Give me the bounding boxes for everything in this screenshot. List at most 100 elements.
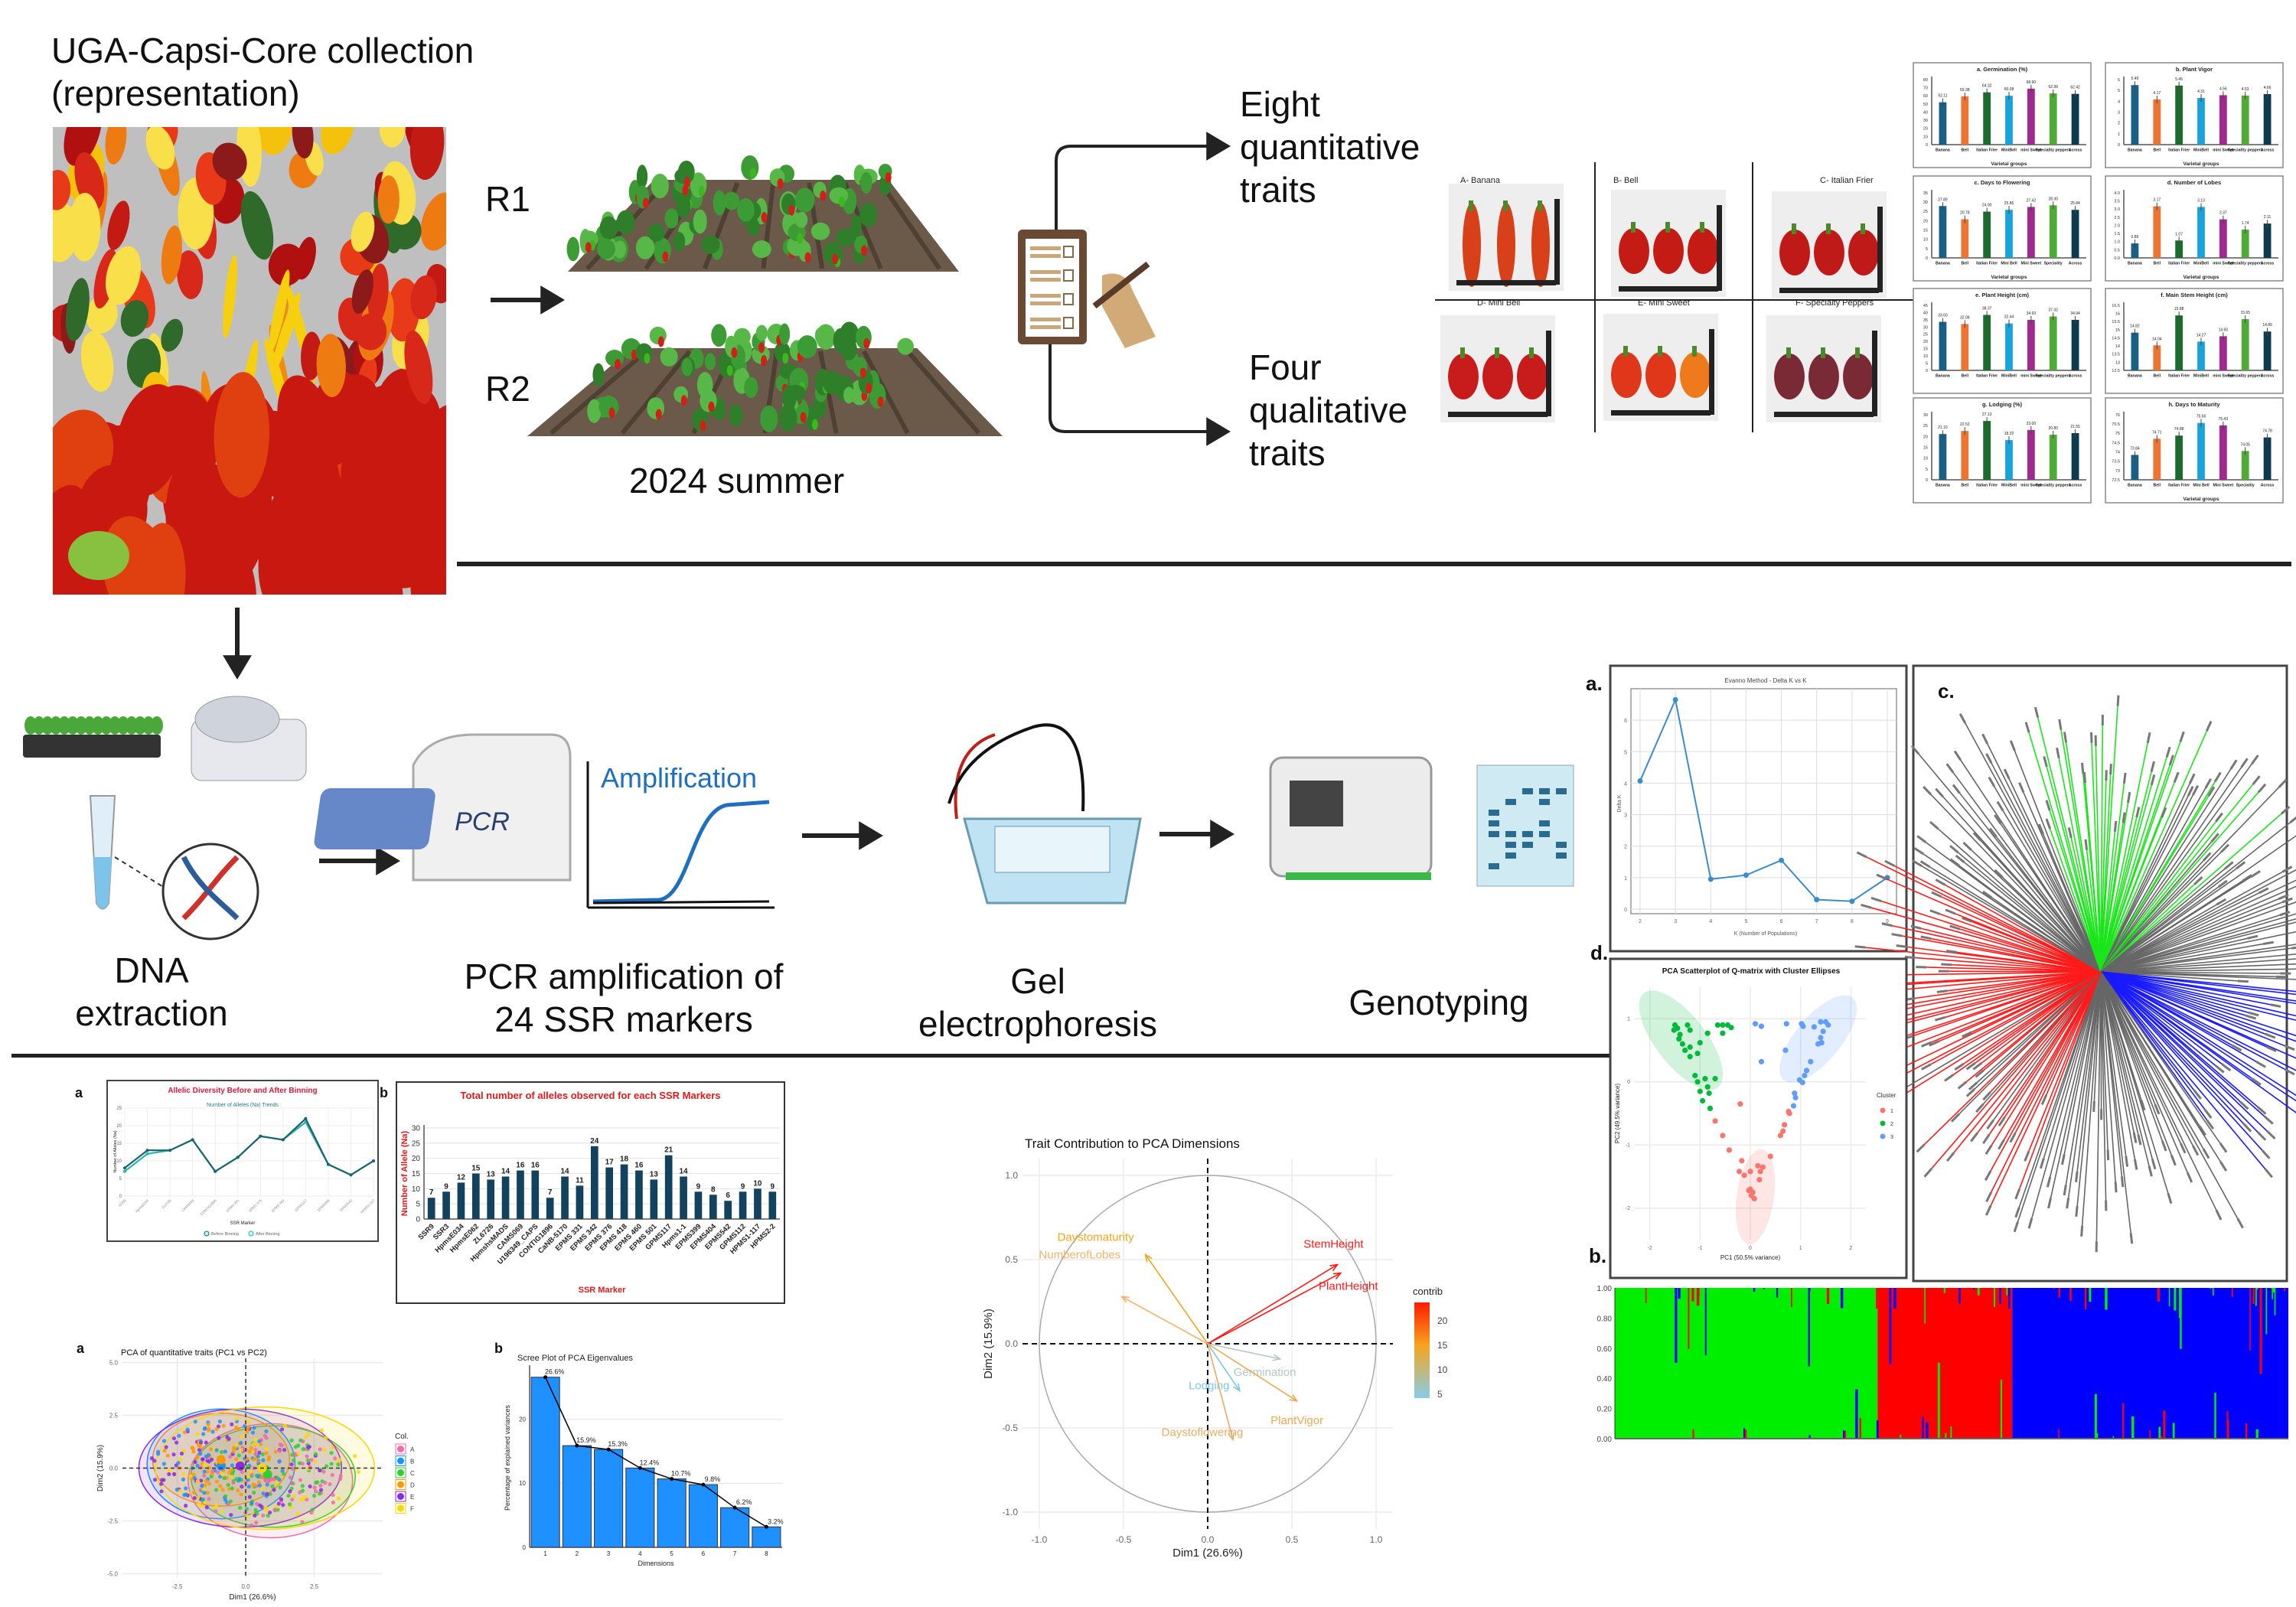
tip-label-mark bbox=[2170, 1155, 2177, 1166]
tree-branch bbox=[2076, 971, 2102, 1172]
y-tick-label: 1.5 bbox=[2114, 232, 2120, 236]
value-label: 3.2% bbox=[768, 1517, 784, 1525]
data-point bbox=[329, 1462, 334, 1466]
y-tick-label: 0.0 bbox=[109, 1465, 119, 1472]
x-axis-label: Varietal groups bbox=[2183, 161, 2219, 167]
data-point bbox=[264, 1429, 269, 1434]
y-tick-label: -2.5 bbox=[107, 1517, 118, 1524]
data-point bbox=[197, 1502, 201, 1507]
value-label: 20.78 bbox=[1960, 211, 1970, 216]
y-tick-label: 0 bbox=[523, 1544, 527, 1551]
tip-label-mark bbox=[2179, 1143, 2187, 1154]
y-tick-label: 0 bbox=[1624, 908, 1627, 913]
loading-arrow bbox=[1207, 1343, 1234, 1440]
bar bbox=[546, 1198, 554, 1219]
tip-label-mark bbox=[2063, 1184, 2067, 1196]
value-label: 21 bbox=[664, 1146, 673, 1155]
admixture-streak bbox=[1900, 1434, 1902, 1439]
plant-icon bbox=[741, 155, 759, 181]
tree-branch bbox=[1881, 900, 2102, 973]
y-tick-label: 3.0 bbox=[2114, 207, 2120, 212]
plant-icon bbox=[737, 198, 755, 222]
data-point bbox=[230, 1486, 235, 1491]
ruler bbox=[1611, 410, 1711, 416]
tree-branch bbox=[2100, 971, 2223, 1065]
data-point bbox=[174, 1440, 179, 1445]
tree-branch bbox=[2008, 778, 2102, 973]
tip-label-mark bbox=[1923, 786, 1932, 796]
data-point bbox=[171, 1436, 177, 1441]
data-point bbox=[161, 1439, 167, 1443]
clipboard-icon bbox=[1018, 230, 1156, 348]
data-point bbox=[1747, 1169, 1753, 1175]
data-point bbox=[246, 1420, 251, 1424]
ruler bbox=[1448, 412, 1548, 417]
data-point bbox=[208, 1447, 214, 1452]
dna-line-2: extraction bbox=[75, 993, 228, 1033]
category-label: mini Sweet bbox=[2020, 374, 2041, 379]
pepper-fruit-icon bbox=[820, 191, 827, 202]
bar bbox=[1961, 324, 1969, 370]
arrow-head bbox=[1329, 1263, 1339, 1272]
data-point bbox=[160, 1478, 165, 1482]
pepper-fruit-icon bbox=[731, 347, 738, 358]
category-label: Speciality peppers bbox=[2228, 262, 2263, 266]
plant-icon bbox=[729, 404, 743, 427]
value-label: 75.56 bbox=[2197, 415, 2206, 419]
data-point bbox=[200, 1484, 204, 1488]
data-point bbox=[1700, 1097, 1706, 1104]
plant-icon bbox=[823, 370, 842, 395]
bar bbox=[2005, 96, 2013, 145]
contrib-colorbar bbox=[1414, 1302, 1430, 1398]
data-point bbox=[256, 1480, 262, 1485]
gel-band bbox=[1522, 788, 1533, 794]
chart-title: d. Number of Lobes bbox=[2167, 179, 2221, 186]
gel-band bbox=[1505, 799, 1516, 805]
x-tick-label: 8 bbox=[1851, 919, 1854, 924]
admixture-streak bbox=[1679, 1288, 1681, 1289]
data-point bbox=[246, 1485, 251, 1489]
pepper-fruit-icon bbox=[644, 353, 651, 364]
data-point bbox=[1694, 1079, 1701, 1085]
tip-label-mark bbox=[2150, 774, 2156, 786]
tube-liquid bbox=[93, 857, 112, 909]
data-point bbox=[290, 1498, 295, 1502]
value-label: 27.42 bbox=[2027, 198, 2037, 203]
category-label: Italian Frier bbox=[1976, 484, 1998, 488]
y-tick-label: 75.5 bbox=[2112, 422, 2120, 427]
tip-label-mark bbox=[2264, 1168, 2273, 1178]
data-point bbox=[214, 1448, 219, 1452]
tree-branch bbox=[2100, 971, 2296, 1005]
plant-icon bbox=[676, 194, 691, 219]
pepper-stem bbox=[1786, 347, 1791, 358]
cluster-segment-green bbox=[1615, 1288, 1878, 1439]
data-point bbox=[231, 1480, 236, 1485]
value-label: 14 bbox=[680, 1167, 689, 1175]
admixture-streak bbox=[2227, 1420, 2229, 1439]
value-label: 1.07 bbox=[2175, 232, 2183, 236]
bar bbox=[1983, 92, 1991, 145]
tip-label-mark bbox=[2256, 1106, 2267, 1115]
plant-icon bbox=[587, 399, 602, 423]
tip-label-mark bbox=[2150, 761, 2155, 772]
pepper-fruit bbox=[1808, 354, 1839, 399]
tree-branch bbox=[2100, 971, 2296, 980]
tip-label-mark bbox=[1920, 935, 1932, 940]
legend-label: 3 bbox=[1890, 1135, 1893, 1140]
data-point bbox=[261, 1491, 266, 1496]
y-axis-label: Dim2 (15.9%) bbox=[96, 1445, 105, 1491]
tree-branch bbox=[2100, 971, 2222, 1162]
tip-label-mark bbox=[2047, 1197, 2053, 1209]
plant-icon bbox=[779, 323, 791, 345]
value-label: 14 bbox=[561, 1167, 570, 1175]
category-label: MiniBell bbox=[2193, 148, 2209, 153]
tree-branch bbox=[2100, 971, 2123, 1177]
bar bbox=[2131, 332, 2139, 370]
pepper-shape bbox=[301, 331, 322, 380]
pepper-shape bbox=[80, 331, 114, 392]
tree-branch bbox=[2100, 913, 2296, 973]
x-tick-label: 0.0 bbox=[241, 1583, 250, 1590]
bar bbox=[2219, 219, 2227, 258]
y-tick-label: 30 bbox=[1923, 413, 1928, 418]
value-label: 33.60 bbox=[1938, 314, 1948, 318]
